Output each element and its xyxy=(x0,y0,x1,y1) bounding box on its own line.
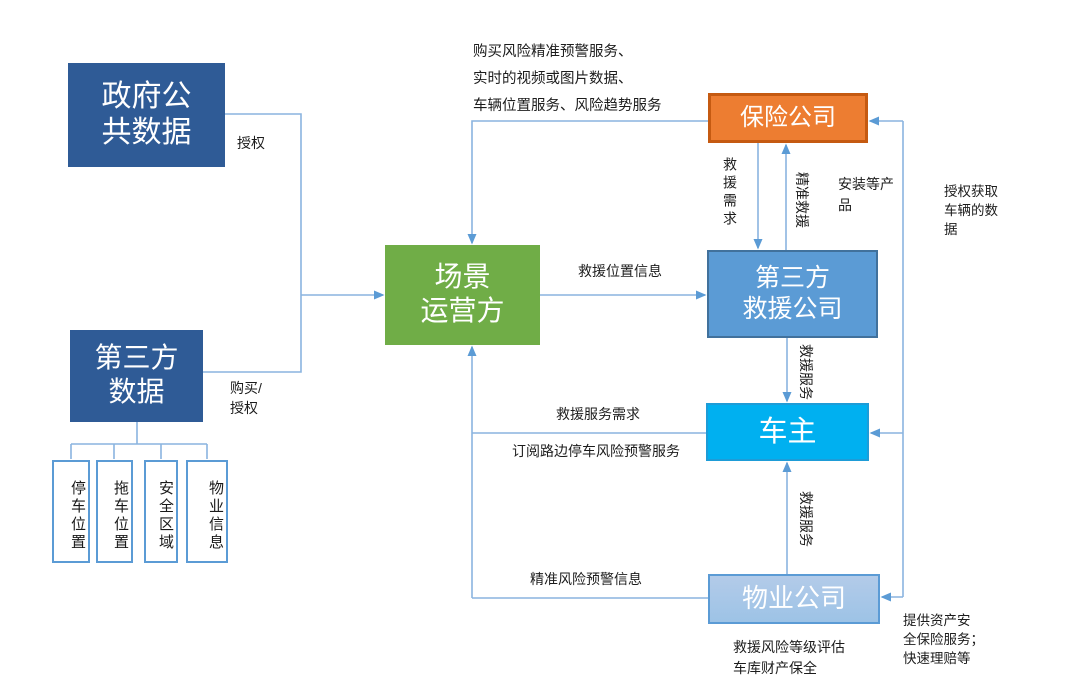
node-label: 政府公 xyxy=(101,80,192,113)
arrow-insurance-to-operator xyxy=(467,120,708,245)
node-label: 保险公司 xyxy=(740,105,836,131)
label-install-products: 安装等产 品 xyxy=(838,174,894,216)
data-item-safe-area: 安全区域 xyxy=(144,460,178,563)
node-car-owner: 车主 xyxy=(706,403,869,461)
data-item-parking-position: 停车位置 xyxy=(52,460,90,563)
node-label: 运营方 xyxy=(420,296,505,327)
label-precise-warning-info: 精准风险预警信息 xyxy=(530,571,642,587)
label-line: 车辆的数 xyxy=(944,203,998,218)
leaf-label: 拖车位置 xyxy=(112,479,128,552)
label-line: 授权获取 xyxy=(944,184,998,199)
leaf-label: 物业信息 xyxy=(207,479,223,552)
label-authorize: 授权 xyxy=(237,135,265,151)
node-label: 救援公司 xyxy=(742,296,843,323)
label-rescue-service-need: 救援服务需求 xyxy=(556,406,640,422)
label-rescue-location: 救援位置信息 xyxy=(578,263,662,279)
label-line: 授权 xyxy=(230,400,258,416)
label-line: 提供资产安 xyxy=(903,613,971,628)
label-line: 购买风险精准预警服务、 xyxy=(473,44,633,60)
label-line: 品 xyxy=(838,197,852,213)
node-label: 场景 xyxy=(434,262,491,293)
node-label: 第三方 xyxy=(754,265,830,292)
label-rescue-need: 救援需求 xyxy=(722,157,738,229)
label-line: 车库财产保全 xyxy=(733,660,817,676)
label-precise-rescue: 精准救援 xyxy=(794,172,810,228)
leaf-label: 安全区域 xyxy=(157,479,173,552)
connector-data-items-tree xyxy=(70,422,208,459)
label-subscribe-warning-service: 订阅路边停车风险预警服务 xyxy=(512,443,680,459)
label-line: 据 xyxy=(944,222,958,237)
label-insurance-provide: 提供资产安 全保险服务； 快速理赔等 xyxy=(903,611,984,668)
leaf-label: 停车位置 xyxy=(69,479,85,552)
node-label: 共数据 xyxy=(101,116,192,149)
connector-data-junction xyxy=(203,113,302,373)
label-line: 救援风险等级评估 xyxy=(733,639,845,655)
label-line: 实时的视频或图片数据、 xyxy=(473,71,633,87)
label-line: 购买/ xyxy=(230,380,262,396)
node-label: 数据 xyxy=(108,377,165,408)
connector-owner-property-left xyxy=(472,432,708,599)
node-label: 物业公司 xyxy=(741,584,846,613)
node-insurance-company: 保险公司 xyxy=(708,93,868,143)
label-operator-purchase-services: 购买风险精准预警服务、 实时的视频或图片数据、 车辆位置服务、风险趋势服务 xyxy=(473,39,662,120)
label-line: 快速理赔等 xyxy=(903,651,971,666)
data-item-tow-position: 拖车位置 xyxy=(96,460,133,563)
label-property-assess: 救援风险等级评估 车库财产保全 xyxy=(733,637,845,679)
node-label: 第三方 xyxy=(94,343,179,374)
node-property-company: 物业公司 xyxy=(708,574,880,624)
label-auth-vehicle-data: 授权获取 车辆的数 据 xyxy=(944,182,998,239)
node-third-party-rescue-company: 第三方 救援公司 xyxy=(707,250,878,338)
node-government-public-data: 政府公 共数据 xyxy=(68,63,225,167)
node-third-party-data: 第三方 数据 xyxy=(70,330,203,422)
node-scenario-operator: 场景 运营方 xyxy=(385,245,540,345)
node-label: 车主 xyxy=(758,416,817,448)
label-line: 车辆位置服务、风险趋势服务 xyxy=(473,98,662,114)
label-line: 安装等产 xyxy=(838,176,894,192)
label-rescue-service-from-property: 救援服务 xyxy=(798,491,814,547)
label-rescue-service-to-owner: 救援服务 xyxy=(798,344,814,400)
data-item-property-info: 物业信息 xyxy=(186,460,228,563)
label-buy-authorize: 购买/ 授权 xyxy=(230,378,262,418)
label-line: 全保险服务； xyxy=(903,632,984,647)
